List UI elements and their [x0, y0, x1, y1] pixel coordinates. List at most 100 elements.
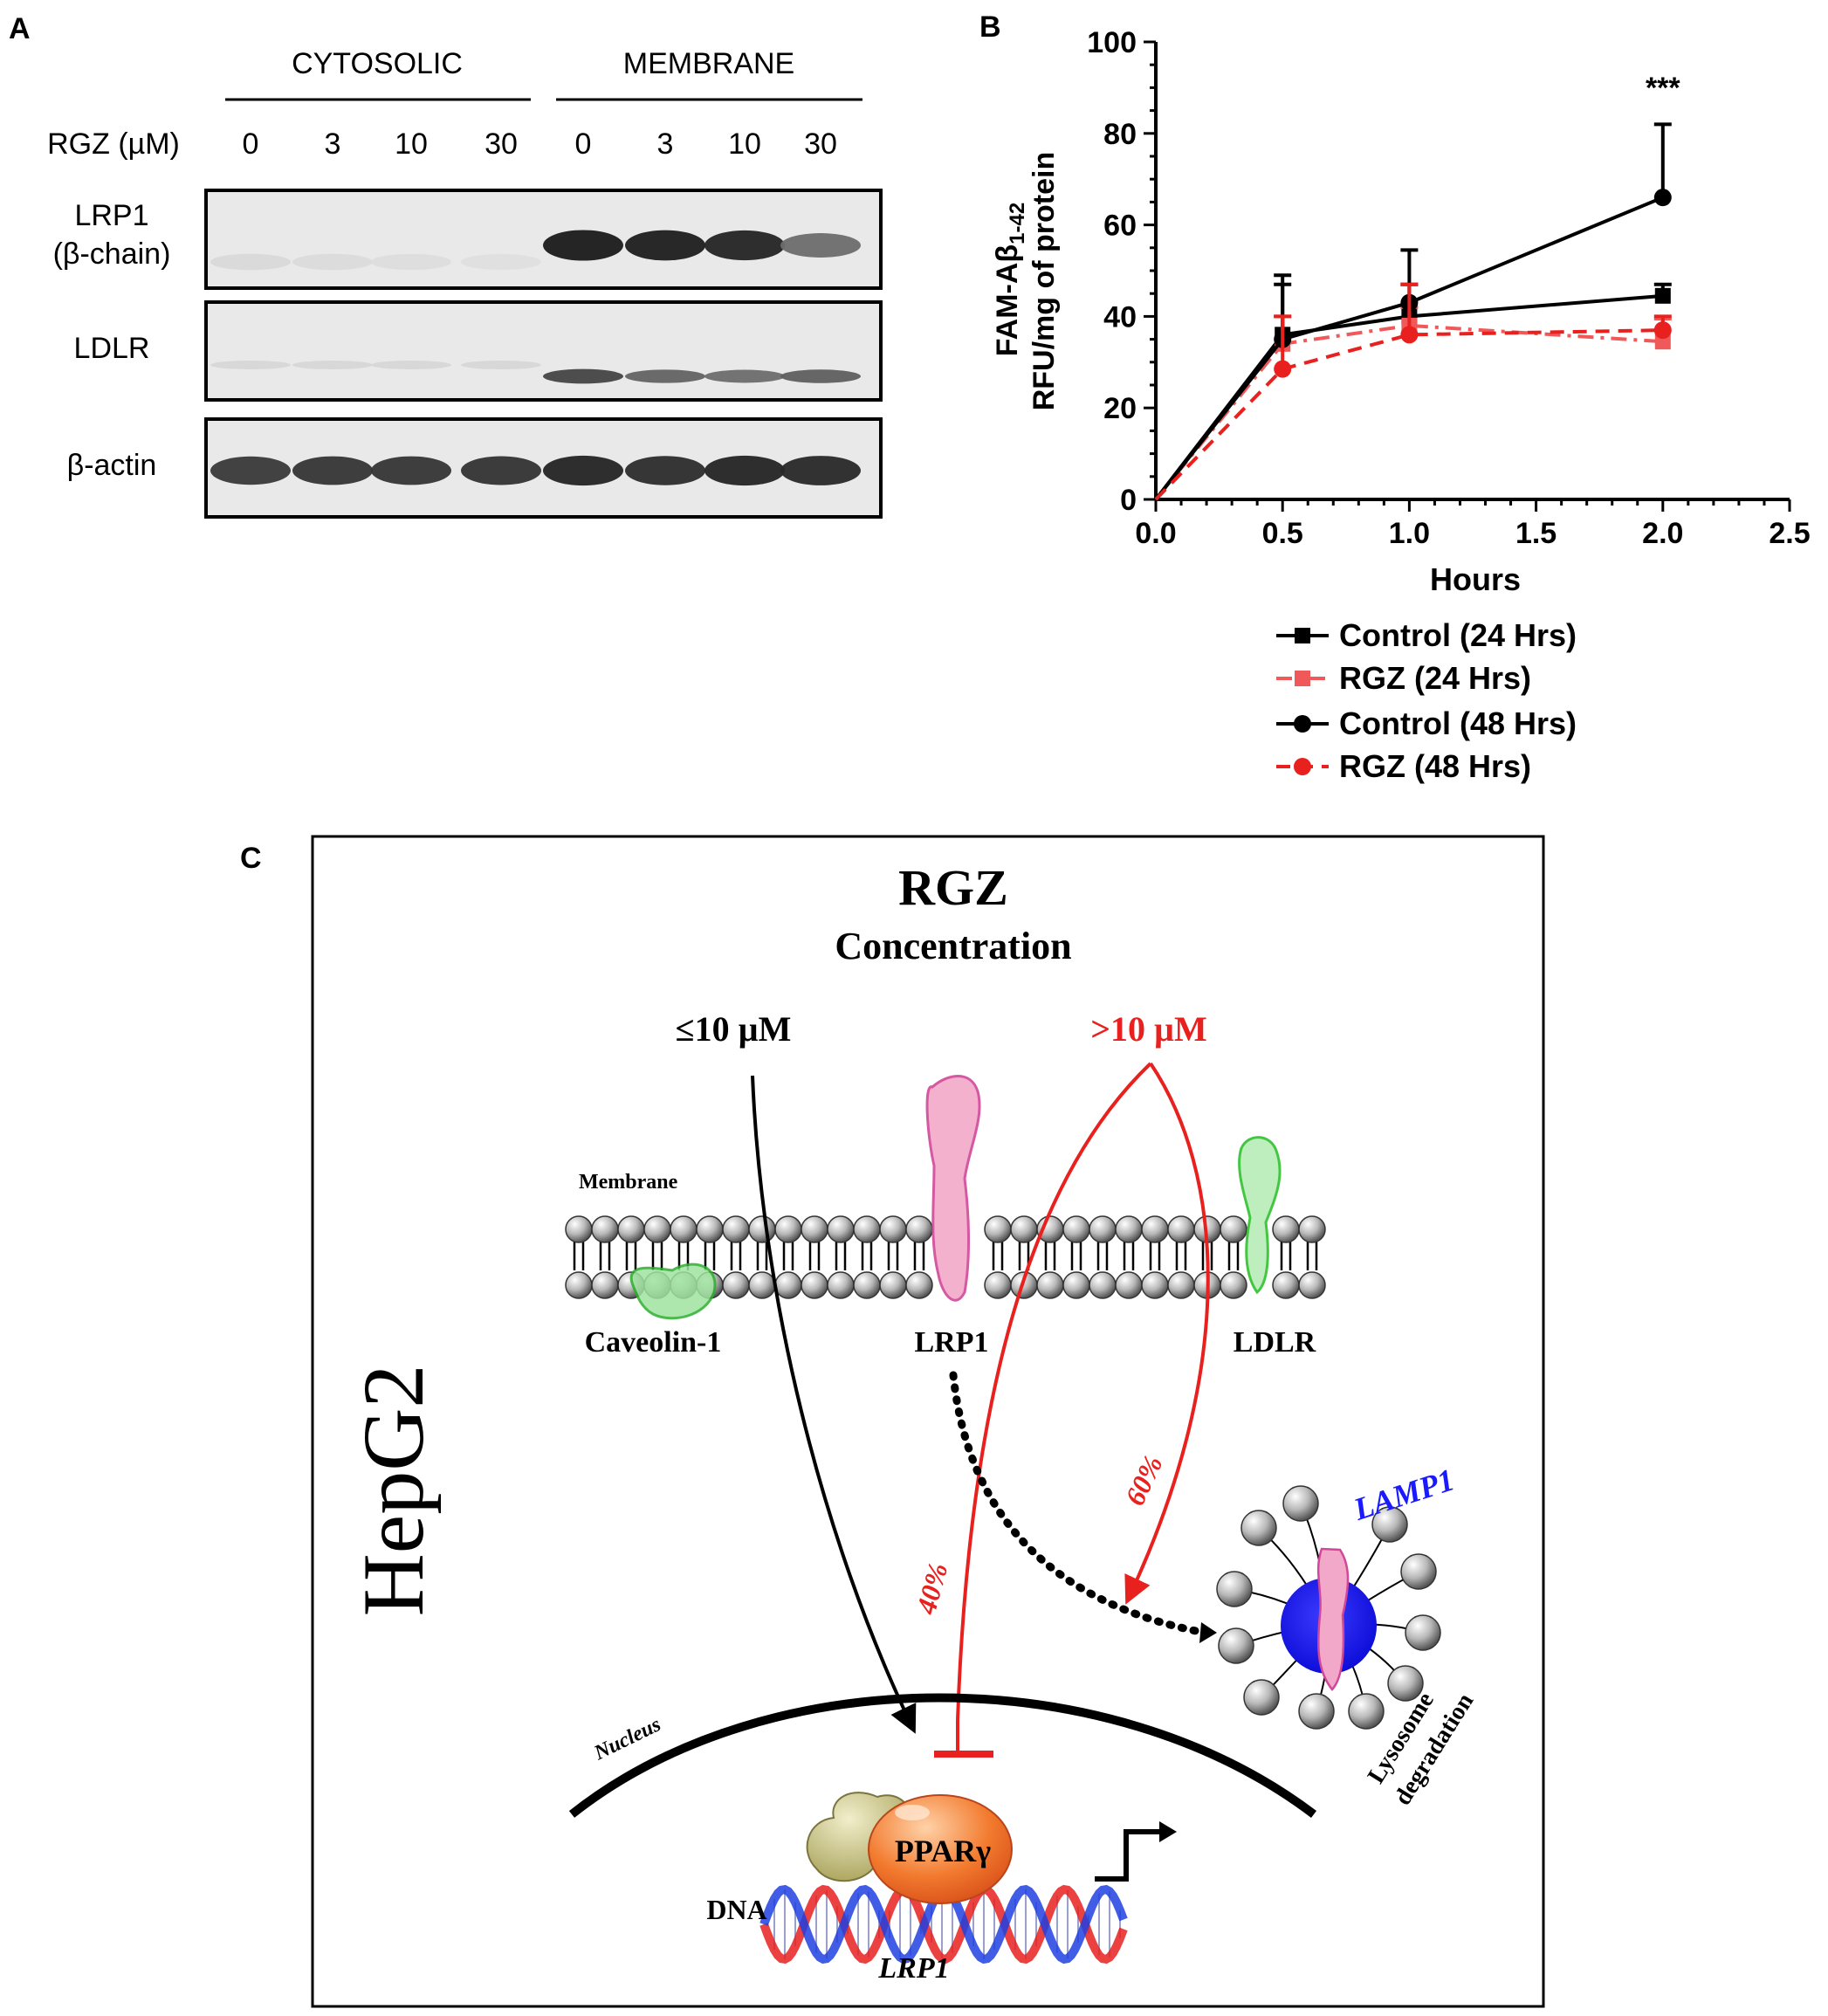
lane-label: 3 — [657, 127, 674, 161]
lipid-head — [1141, 1271, 1169, 1299]
panel-c-label: C — [240, 842, 262, 875]
ldlr-label: LDLR — [1234, 1326, 1316, 1359]
lipid-head — [984, 1215, 1012, 1243]
percent-40-label: 40% — [910, 1559, 953, 1618]
legend-entry: Control (24 Hrs) — [1276, 617, 1577, 653]
western-blots: LRP1(β-chain)LDLR β-actin — [53, 189, 883, 519]
lipid-head — [591, 1271, 619, 1299]
blot-band — [292, 360, 373, 370]
internalization-path — [949, 1371, 1209, 1637]
lipid-head — [905, 1215, 933, 1243]
legend-entry: RGZ (48 Hrs) — [1276, 748, 1531, 784]
lysosome — [1216, 1485, 1441, 1730]
lipid-head — [1062, 1215, 1090, 1243]
lrp1-in-lysosome — [1316, 1547, 1350, 1691]
data-point — [1274, 360, 1292, 378]
series-line — [1154, 328, 1663, 501]
panel-c: C RGZ Concentration ≤10 µM >10 µM Membra… — [240, 835, 1545, 2008]
lipid-head — [1141, 1215, 1169, 1243]
legend-marker — [1295, 628, 1310, 643]
low-dose-arrow — [751, 1075, 917, 1734]
x-axis-label: Hours — [1430, 561, 1521, 597]
blot-label: LRP1 — [74, 199, 148, 232]
ppar-gamma-protein — [868, 1794, 1013, 1904]
lipid-head — [1010, 1215, 1038, 1243]
lane-label: 0 — [243, 127, 259, 161]
lrp1-label: LRP1 — [915, 1326, 989, 1359]
x-tick-label: 2.0 — [1642, 517, 1683, 550]
blot-label: β-actin — [67, 449, 157, 482]
lipid-head — [748, 1271, 776, 1299]
lipid-head — [1062, 1271, 1090, 1299]
lipid-head — [827, 1215, 855, 1243]
legend-marker — [1295, 671, 1310, 686]
lipid-head — [1298, 1271, 1326, 1299]
ldlr-receptor — [1238, 1136, 1282, 1295]
x-tick-label: 1.0 — [1389, 517, 1430, 550]
blot-band — [461, 360, 541, 370]
lipid-head — [1272, 1215, 1300, 1243]
series-control-24-hrs- — [1154, 282, 1672, 501]
significance-annotation: *** — [1646, 72, 1680, 105]
dna-strand-red — [759, 1884, 1128, 1964]
lipid-head — [801, 1215, 828, 1243]
lipid-head — [1282, 1485, 1319, 1522]
lipid-head — [1036, 1271, 1064, 1299]
cell-line-label: HepG2 — [345, 1365, 442, 1617]
lipid-head — [1348, 1693, 1385, 1730]
data-point — [1653, 189, 1672, 207]
y-tick-label: 40 — [1103, 300, 1137, 334]
lipid-head — [591, 1215, 619, 1243]
lipid-head — [748, 1215, 776, 1243]
lipid-head — [670, 1215, 698, 1243]
ppar-gamma-label: PPARγ — [895, 1834, 991, 1868]
lipid-head — [1089, 1215, 1117, 1243]
lipid-head — [984, 1271, 1012, 1299]
transcription-start-arrow — [1095, 1829, 1165, 1882]
blot-band — [543, 230, 623, 261]
series-line — [1154, 323, 1663, 501]
lipid-head — [1089, 1271, 1117, 1299]
blot-row: LDLR — [74, 300, 883, 402]
lipid-head — [1272, 1271, 1300, 1299]
lipid-head — [1371, 1506, 1408, 1543]
rgz-dose-label: RGZ (µM) — [47, 127, 180, 161]
lipid-head — [1115, 1215, 1143, 1243]
legend-label: RGZ (48 Hrs) — [1339, 748, 1531, 784]
group-label-cytosolic: CYTOSOLIC — [292, 47, 463, 80]
y-tick-label: 20 — [1103, 392, 1137, 425]
lane-label: 30 — [484, 127, 518, 161]
schematic-frame — [311, 835, 1545, 2008]
nucleus-label: Nucleus — [590, 1713, 664, 1765]
blot-band — [210, 253, 291, 271]
blot-band — [704, 455, 785, 486]
blot-band — [704, 369, 785, 383]
x-tick-label: 1.5 — [1515, 517, 1557, 550]
lipid-head — [565, 1215, 593, 1243]
degradation-arrow — [1124, 1062, 1210, 1605]
lipid-head — [774, 1271, 802, 1299]
blot-band — [371, 253, 451, 271]
legend-entry: Control (48 Hrs) — [1276, 705, 1577, 741]
series-rgz-48-hrs- — [1154, 282, 1672, 501]
blot-band — [625, 456, 705, 485]
lipid-head — [774, 1215, 802, 1243]
x-tick-label: 0.5 — [1262, 517, 1303, 550]
lane-label: 10 — [395, 127, 428, 161]
data-point — [1400, 326, 1419, 344]
x-tick-label: 0.0 — [1135, 517, 1176, 550]
lipid-head — [853, 1271, 881, 1299]
lipid-head — [1405, 1614, 1441, 1651]
dna-label: DNA — [706, 1894, 766, 1925]
blot-band — [625, 230, 705, 261]
lipid-head — [1218, 1627, 1254, 1664]
lipid-head — [1220, 1215, 1247, 1243]
panel-b: B FAM-Aβ1-42 RFU/mg of protein 020406080… — [979, 10, 1811, 784]
blot-band — [543, 368, 623, 384]
panel-a-label: A — [9, 12, 31, 45]
low-dose-label: ≤10 µM — [676, 1009, 792, 1049]
blot-row: LRP1(β-chain) — [53, 189, 883, 290]
